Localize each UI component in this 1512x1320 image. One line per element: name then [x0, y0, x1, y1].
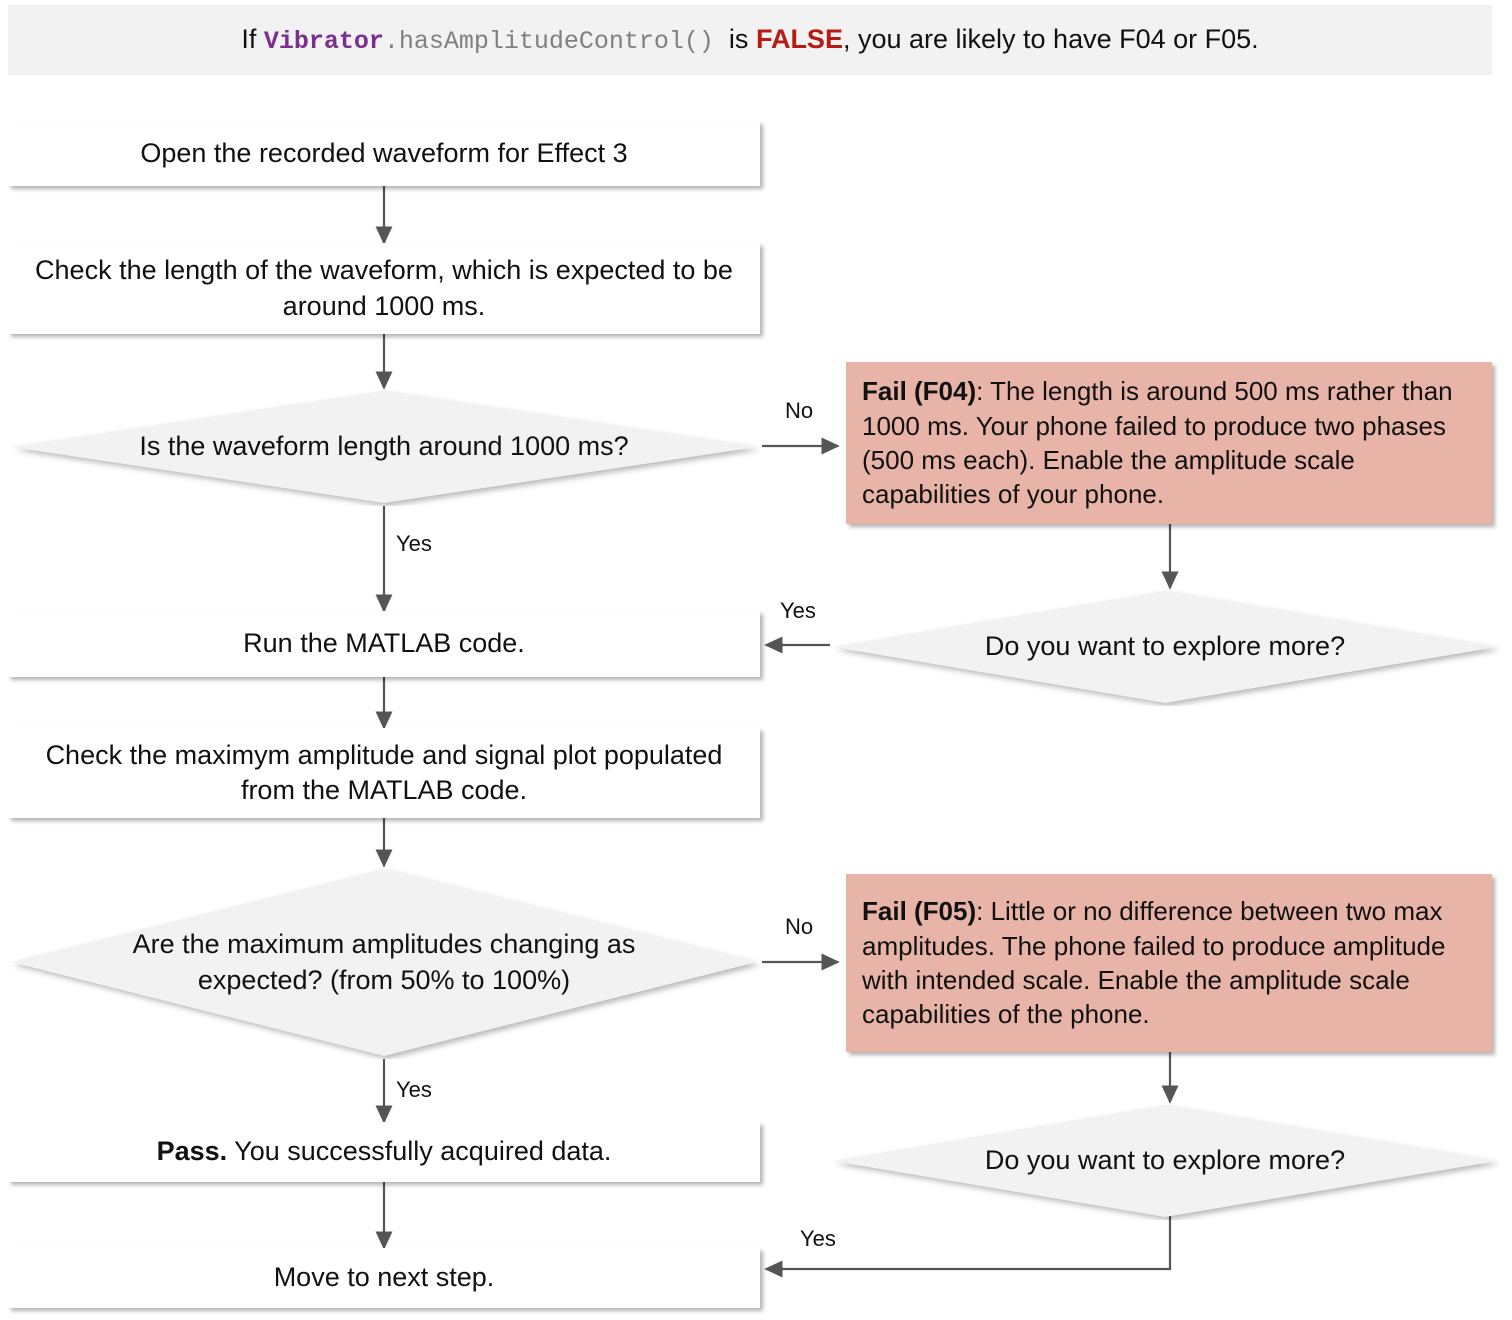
header-prefix: If	[241, 24, 264, 54]
node-question-waveform-length[interactable]: Is the waveform length around 1000 ms?	[8, 388, 760, 506]
node-check-amplitude-label: Check the maximym amplitude and signal p…	[45, 739, 723, 805]
header-text: If Vibrator.hasAmplitudeControl() is FAL…	[241, 24, 1258, 56]
node-pass-label: Pass. You successfully acquired data.	[157, 1134, 612, 1169]
node-open-waveform[interactable]: Open the recorded waveform for Effect 3	[8, 121, 760, 186]
diamond-shape-q-length	[11, 391, 757, 503]
node-check-length[interactable]: Check the length of the waveform, which …	[8, 243, 760, 334]
node-run-matlab-label: Run the MATLAB code.	[243, 628, 525, 659]
node-open-waveform-label: Open the recorded waveform for Effect 3	[140, 137, 628, 168]
code-class-token: Vibrator	[263, 27, 384, 56]
node-explore-more-2[interactable]: Do you want to explore more?	[830, 1102, 1500, 1220]
diamond-shape-q-amplitudes	[11, 869, 757, 1056]
edge-label-explore2-yes: Yes	[800, 1226, 836, 1251]
diamond-shape-explore-1	[833, 591, 1497, 703]
node-run-matlab[interactable]: Run the MATLAB code.	[8, 611, 760, 677]
node-check-amplitude[interactable]: Check the maximym amplitude and signal p…	[8, 728, 760, 818]
node-fail-f04[interactable]: Fail (F04): The length is around 500 ms …	[846, 362, 1492, 524]
node-fail-f04-title: Fail (F04)	[862, 376, 977, 407]
node-fail-f04-body: : The length is around 500 ms rather tha…	[862, 376, 1453, 510]
edge-label-q-amp-yes: Yes	[396, 1077, 432, 1102]
code-method-token: .hasAmplitudeControl()	[383, 27, 714, 56]
boolean-false-token: FALSE	[755, 24, 843, 54]
edge-label-q-length-yes: Yes	[396, 531, 432, 556]
edge-label-q-amp-no: No	[785, 914, 814, 939]
header-banner: If Vibrator.hasAmplitudeControl() is FAL…	[8, 5, 1492, 75]
node-fail-f04-label: Fail (F04): The length is around 500 ms …	[862, 374, 1476, 511]
node-fail-f05[interactable]: Fail (F05): Little or no difference betw…	[846, 874, 1492, 1052]
node-explore-more-1[interactable]: Do you want to explore more?	[830, 588, 1500, 706]
node-fail-f05-body: : Little or no difference between two ma…	[862, 896, 1446, 1030]
diamond-shape-explore-2	[833, 1105, 1497, 1217]
edge-label-q-length-no: No	[785, 398, 814, 423]
node-pass-body: You successfully acquired data.	[227, 1136, 612, 1167]
node-fail-f05-label: Fail (F05): Little or no difference betw…	[862, 894, 1476, 1031]
node-pass[interactable]: Pass. You successfully acquired data.	[8, 1122, 760, 1182]
node-next-step-label: Move to next step.	[273, 1262, 495, 1293]
node-pass-title: Pass.	[156, 1136, 228, 1167]
node-question-amplitudes[interactable]: Are the maximum amplitudes changing as e…	[8, 866, 760, 1059]
node-fail-f05-title: Fail (F05)	[862, 896, 977, 927]
edge-label-explore1-yes: Yes	[780, 598, 816, 623]
node-next-step[interactable]: Move to next step.	[8, 1248, 760, 1308]
node-check-length-label: Check the length of the waveform, which …	[35, 255, 733, 321]
header-middle: is	[713, 24, 756, 54]
header-suffix: , you are likely to have F04 or F05.	[842, 24, 1259, 54]
